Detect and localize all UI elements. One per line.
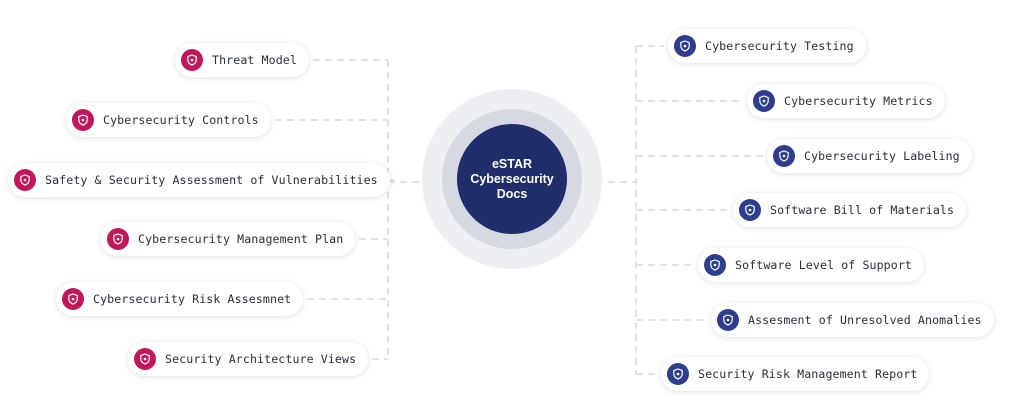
node-label: Cybersecurity Metrics — [784, 94, 933, 108]
node-cybersecurity-metrics[interactable]: Cybersecurity Metrics — [747, 84, 945, 118]
node-security-risk-management-report[interactable]: Security Risk Management Report — [661, 357, 930, 391]
shield-icon — [107, 228, 129, 250]
shield-icon — [134, 348, 156, 370]
node-software-level-of-support[interactable]: Software Level of Support — [698, 248, 925, 282]
node-cybersecurity-management-plan[interactable]: Cybersecurity Management Plan — [101, 222, 356, 256]
hub-title-line: eSTAR — [491, 156, 533, 171]
shield-icon — [72, 109, 94, 131]
node-label: Cybersecurity Controls — [103, 113, 259, 127]
shield-icon — [62, 288, 84, 310]
shield-icon — [667, 363, 689, 385]
node-label: Threat Model — [212, 53, 297, 67]
shield-icon — [739, 199, 761, 221]
hub-title: eSTAR Cybersecurity Docs — [462, 157, 562, 202]
hub-node: eSTAR Cybersecurity Docs — [457, 124, 567, 234]
hub-title-line: Cybersecurity — [470, 171, 554, 186]
hub-title-line: Docs — [496, 186, 528, 201]
node-software-bill-of-materials[interactable]: Software Bill of Materials — [733, 193, 967, 227]
node-label: Cybersecurity Risk Assesmnet — [93, 292, 292, 306]
node-label: Assesment of Unresolved Anomalies — [748, 313, 982, 327]
shield-icon — [674, 35, 696, 57]
node-label: Software Level of Support — [735, 258, 913, 272]
node-threat-model[interactable]: Threat Model — [175, 43, 309, 77]
node-cybersecurity-controls[interactable]: Cybersecurity Controls — [66, 103, 271, 137]
node-label: Safety & Security Assessment of Vulnerab… — [45, 173, 378, 187]
node-cybersecurity-risk-assessment[interactable]: Cybersecurity Risk Assesmnet — [56, 282, 304, 316]
shield-icon — [14, 169, 36, 191]
node-label: Cybersecurity Management Plan — [138, 232, 344, 246]
shield-icon — [753, 90, 775, 112]
node-cybersecurity-labeling[interactable]: Cybersecurity Labeling — [767, 139, 972, 173]
shield-icon — [704, 254, 726, 276]
node-label: Software Bill of Materials — [770, 203, 955, 217]
node-label: Security Architecture Views — [165, 352, 357, 366]
node-cybersecurity-testing[interactable]: Cybersecurity Testing — [668, 29, 866, 63]
node-unresolved-anomalies[interactable]: Assesment of Unresolved Anomalies — [711, 303, 994, 337]
node-security-architecture-views[interactable]: Security Architecture Views — [128, 342, 369, 376]
shield-icon — [717, 309, 739, 331]
shield-icon — [181, 49, 203, 71]
node-label: Security Risk Management Report — [698, 367, 918, 381]
node-label: Cybersecurity Testing — [705, 39, 854, 53]
shield-icon — [773, 145, 795, 167]
node-label: Cybersecurity Labeling — [804, 149, 960, 163]
node-safety-security-assessment[interactable]: Safety & Security Assessment of Vulnerab… — [8, 163, 390, 197]
